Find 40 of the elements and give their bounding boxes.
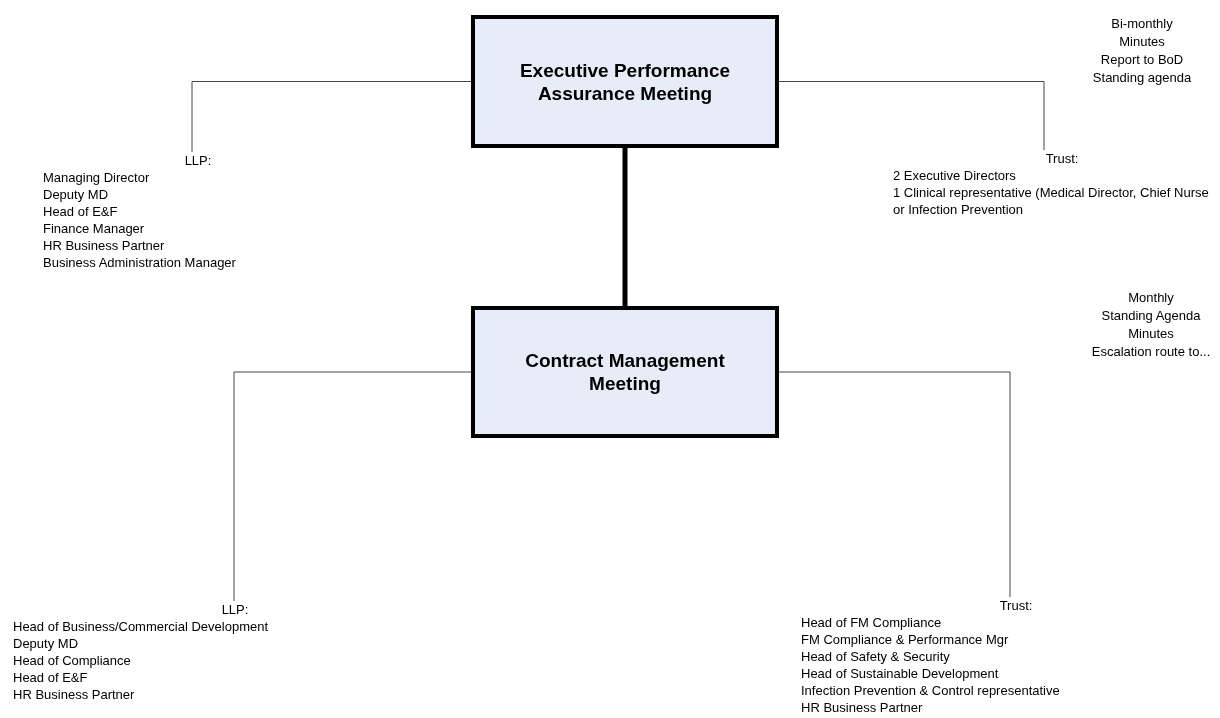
connector-line	[191, 81, 472, 153]
member-text: HR Business Partner	[801, 699, 924, 716]
group-heading: LLP:	[184, 152, 212, 169]
note-text: Monthly	[1127, 289, 1175, 307]
meeting-box	[471, 306, 779, 438]
member-text: FM Compliance & Performance Mgr	[801, 631, 1010, 648]
member-text: Deputy MD	[43, 186, 110, 203]
note-text: Minutes	[1127, 325, 1175, 343]
thick-connector	[622, 148, 628, 306]
meeting-title: Executive Performance Assurance Meeting	[518, 58, 732, 105]
member-text: Head of E&F	[43, 203, 119, 220]
member-text: Deputy MD	[13, 635, 80, 652]
group-heading: Trust:	[999, 597, 1033, 614]
member-text: Managing Director	[43, 169, 151, 186]
note-text: Minutes	[1118, 33, 1166, 51]
note-text: Standing agenda	[1092, 69, 1192, 87]
connector-line	[778, 371, 1011, 598]
member-text: Finance Manager	[43, 220, 146, 237]
connector-line	[233, 371, 472, 602]
member-text: Business Administration Manager	[43, 254, 236, 271]
member-text: Head of Sustainable Development	[801, 665, 1000, 682]
member-text: Head of Compliance	[13, 652, 132, 669]
member-text: 2 Executive Directors	[893, 167, 1017, 184]
note-text: Standing Agenda	[1100, 307, 1202, 325]
note-text: Escalation route to...	[1091, 343, 1211, 361]
member-text: HR Business Partner	[43, 237, 166, 254]
member-text: Head of E&F	[13, 669, 89, 686]
member-text: Head of FM Compliance	[801, 614, 943, 631]
member-text: HR Business Partner	[13, 686, 136, 703]
note-text: Report to BoD	[1099, 51, 1185, 69]
meeting-title: Contract Management Meeting	[524, 349, 726, 395]
member-text: Head of Safety & Security	[801, 648, 951, 665]
note-text: Bi-monthly	[1110, 15, 1174, 33]
group-heading: Trust:	[1045, 150, 1079, 167]
group-heading: LLP:	[221, 601, 249, 618]
connector-line	[778, 81, 1045, 151]
member-text: 1 Clinical representative (Medical Director, Chief Nurse or Infection Prevention	[893, 184, 1210, 218]
member-text: Infection Prevention & Control representative	[801, 682, 1060, 699]
meeting-box	[471, 15, 779, 148]
member-text: Head of Business/Commercial Development	[13, 618, 269, 635]
